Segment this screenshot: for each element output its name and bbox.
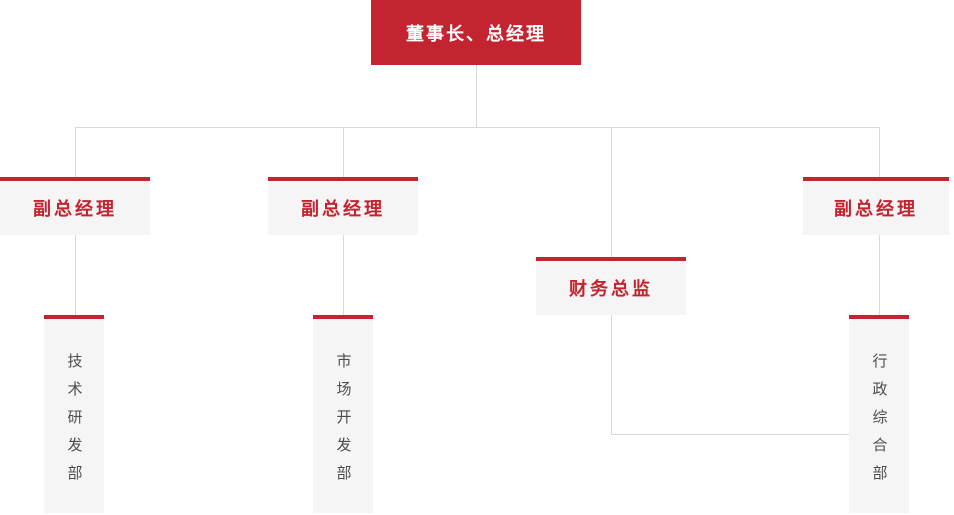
org-node-label: 副总经理 — [301, 199, 385, 219]
connector-deputy1-to-dept — [75, 235, 76, 315]
org-node-label: 财务总监 — [569, 279, 653, 299]
org-node-label: 市场开发部 — [334, 352, 352, 493]
org-node-finance-director: 财务总监 — [536, 257, 686, 315]
connector-deputy3-to-dept — [879, 235, 880, 315]
org-node-tech-rd-dept: 技术研发部 — [44, 315, 104, 513]
org-node-deputy-gm-2: 副总经理 — [268, 177, 418, 235]
org-node-market-dev-dept: 市场开发部 — [313, 315, 373, 513]
connector-finance-drop — [611, 315, 612, 435]
org-node-label: 副总经理 — [834, 199, 918, 219]
connector-finance-to-admin — [611, 434, 849, 435]
connector-drop-deputy-3 — [879, 127, 880, 177]
connector-deputy2-to-dept — [343, 235, 344, 315]
org-node-deputy-gm-1: 副总经理 — [0, 177, 150, 235]
connector-drop-deputy-2 — [343, 127, 344, 177]
org-node-label: 行政综合部 — [870, 352, 888, 493]
org-node-label: 技术研发部 — [65, 352, 83, 493]
org-node-deputy-gm-3: 副总经理 — [803, 177, 949, 235]
connector-drop-finance — [611, 127, 612, 257]
org-node-label: 董事长、总经理 — [406, 23, 546, 44]
connector-main-horizontal — [75, 127, 880, 128]
connector-drop-deputy-1 — [75, 127, 76, 177]
org-node-admin-general-dept: 行政综合部 — [849, 315, 909, 513]
org-node-chairman-general-manager: 董事长、总经理 — [371, 0, 581, 65]
connector-root-drop — [476, 65, 477, 127]
org-node-label: 副总经理 — [33, 199, 117, 219]
